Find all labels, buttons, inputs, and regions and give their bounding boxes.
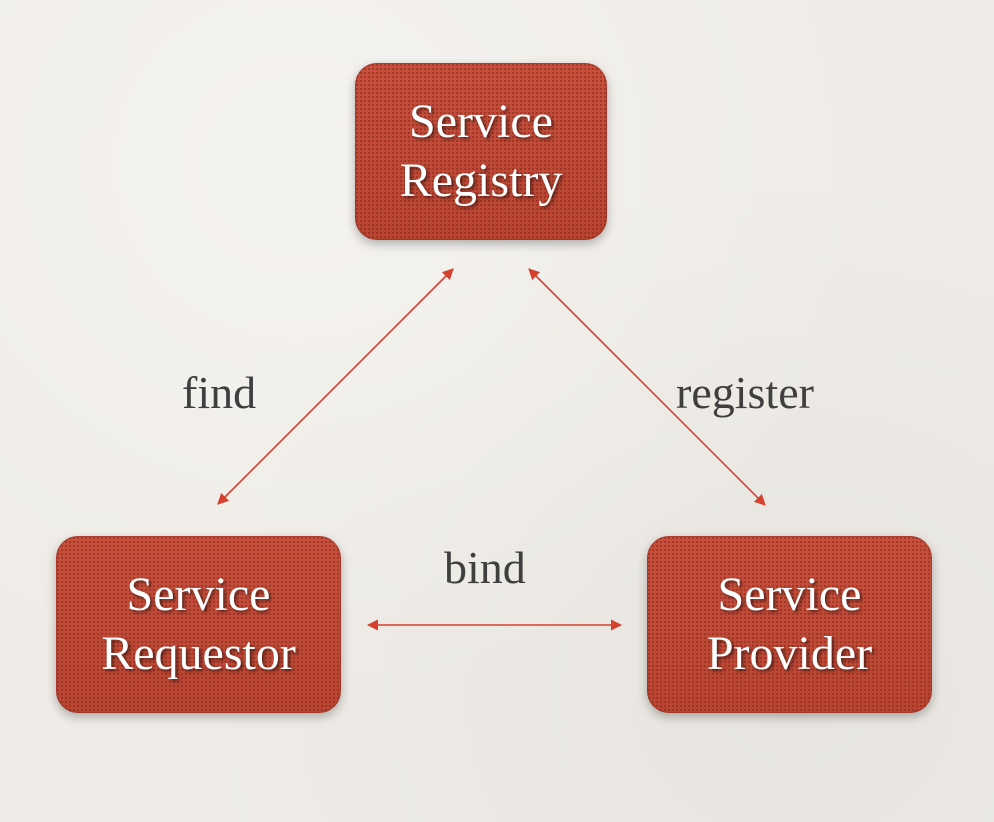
service-registry-label-line2: Registry: [399, 153, 563, 207]
service-requestor-node: Service Requestor: [56, 536, 341, 713]
find-arrow: [217, 268, 454, 505]
bind-edge-label: bind: [444, 542, 526, 593]
find-edge-label: find: [182, 367, 257, 418]
service-provider-label-line2: Provider: [706, 626, 873, 680]
service-provider-label-line1: Service: [717, 567, 862, 621]
service-provider-node: Service Provider: [647, 536, 932, 713]
register-arrow: [528, 268, 766, 506]
service-registry-label-line1: Service: [409, 94, 553, 148]
service-requestor-label-line1: Service: [126, 567, 271, 621]
service-requestor-label-line2: Requestor: [101, 626, 296, 680]
service-registry-node: Service Registry: [355, 63, 607, 240]
register-edge-label: register: [676, 367, 814, 418]
